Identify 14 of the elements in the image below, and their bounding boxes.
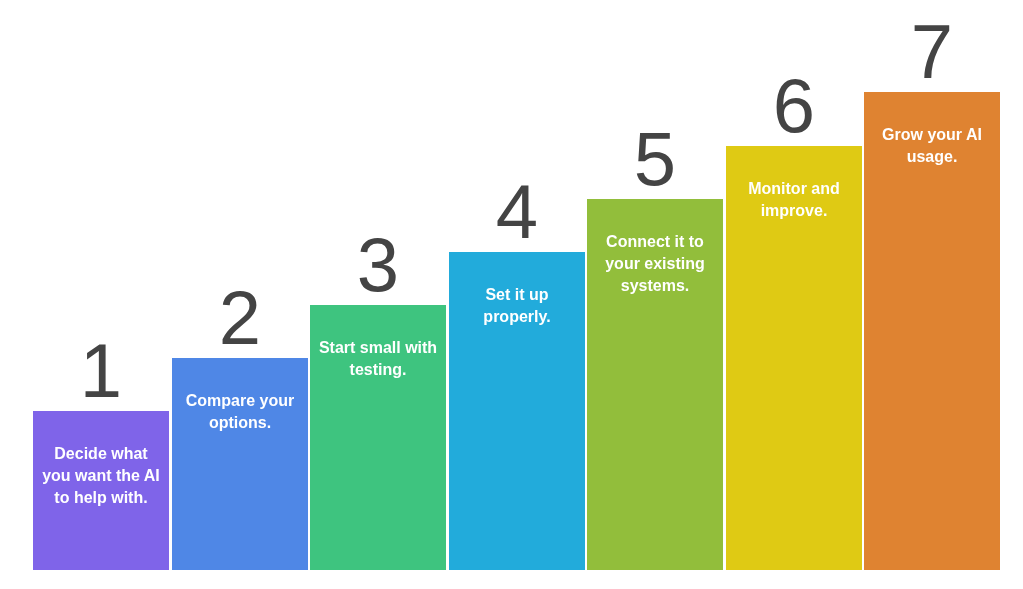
step-number: 7 <box>909 14 955 90</box>
step-number: 1 <box>78 333 124 409</box>
step-description: Connect it to your existing systems. <box>604 232 706 296</box>
step-description: Start small with testing. <box>318 338 438 380</box>
step-number: 5 <box>632 121 678 197</box>
step-description: Decide what you want the AI to help with. <box>41 444 161 508</box>
step-description: Monitor and improve. <box>747 179 841 221</box>
step-number: 2 <box>217 280 263 356</box>
step-description: Compare your options. <box>184 391 296 433</box>
step-number: 4 <box>494 174 540 250</box>
step-number: 6 <box>771 68 817 144</box>
step-description: Grow your AI usage. <box>881 125 983 167</box>
step-description: Set it up properly. <box>482 285 552 327</box>
step-number: 3 <box>355 227 401 303</box>
